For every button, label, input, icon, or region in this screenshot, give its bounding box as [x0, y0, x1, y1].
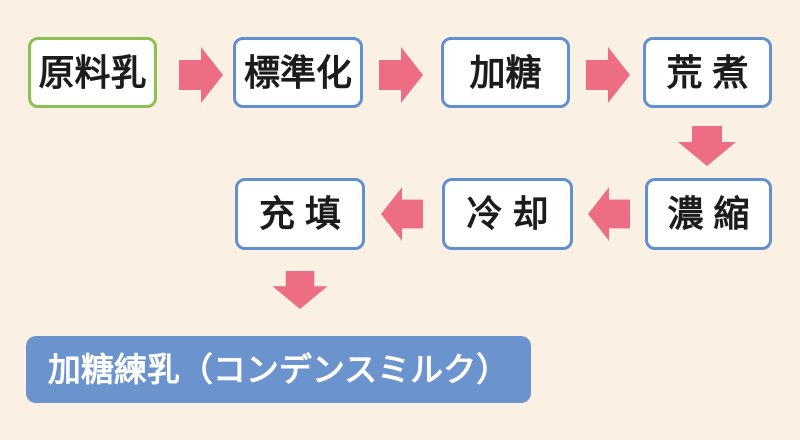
- arrow-down-icon: [678, 126, 736, 166]
- flow-step-standardization: 標準化: [233, 37, 363, 108]
- arrow-left-icon: [381, 187, 423, 241]
- flow-step-preheating: 荒 煮: [643, 37, 772, 108]
- flow-step-sugaring: 加糖: [441, 37, 570, 108]
- arrow-right-icon: [179, 47, 223, 103]
- arrow-right-icon: [586, 47, 630, 103]
- flow-step-cooling: 冷 却: [442, 178, 573, 250]
- arrow-down-icon: [272, 271, 328, 309]
- flow-step-raw-milk: 原料乳: [28, 37, 157, 108]
- arrow-right-icon: [379, 47, 423, 103]
- arrow-left-icon: [588, 187, 630, 241]
- flow-step-concentration: 濃 縮: [645, 178, 772, 250]
- flow-step-filling: 充 填: [235, 178, 365, 250]
- result-banner: 加糖練乳（コンデンスミルク）: [26, 336, 531, 403]
